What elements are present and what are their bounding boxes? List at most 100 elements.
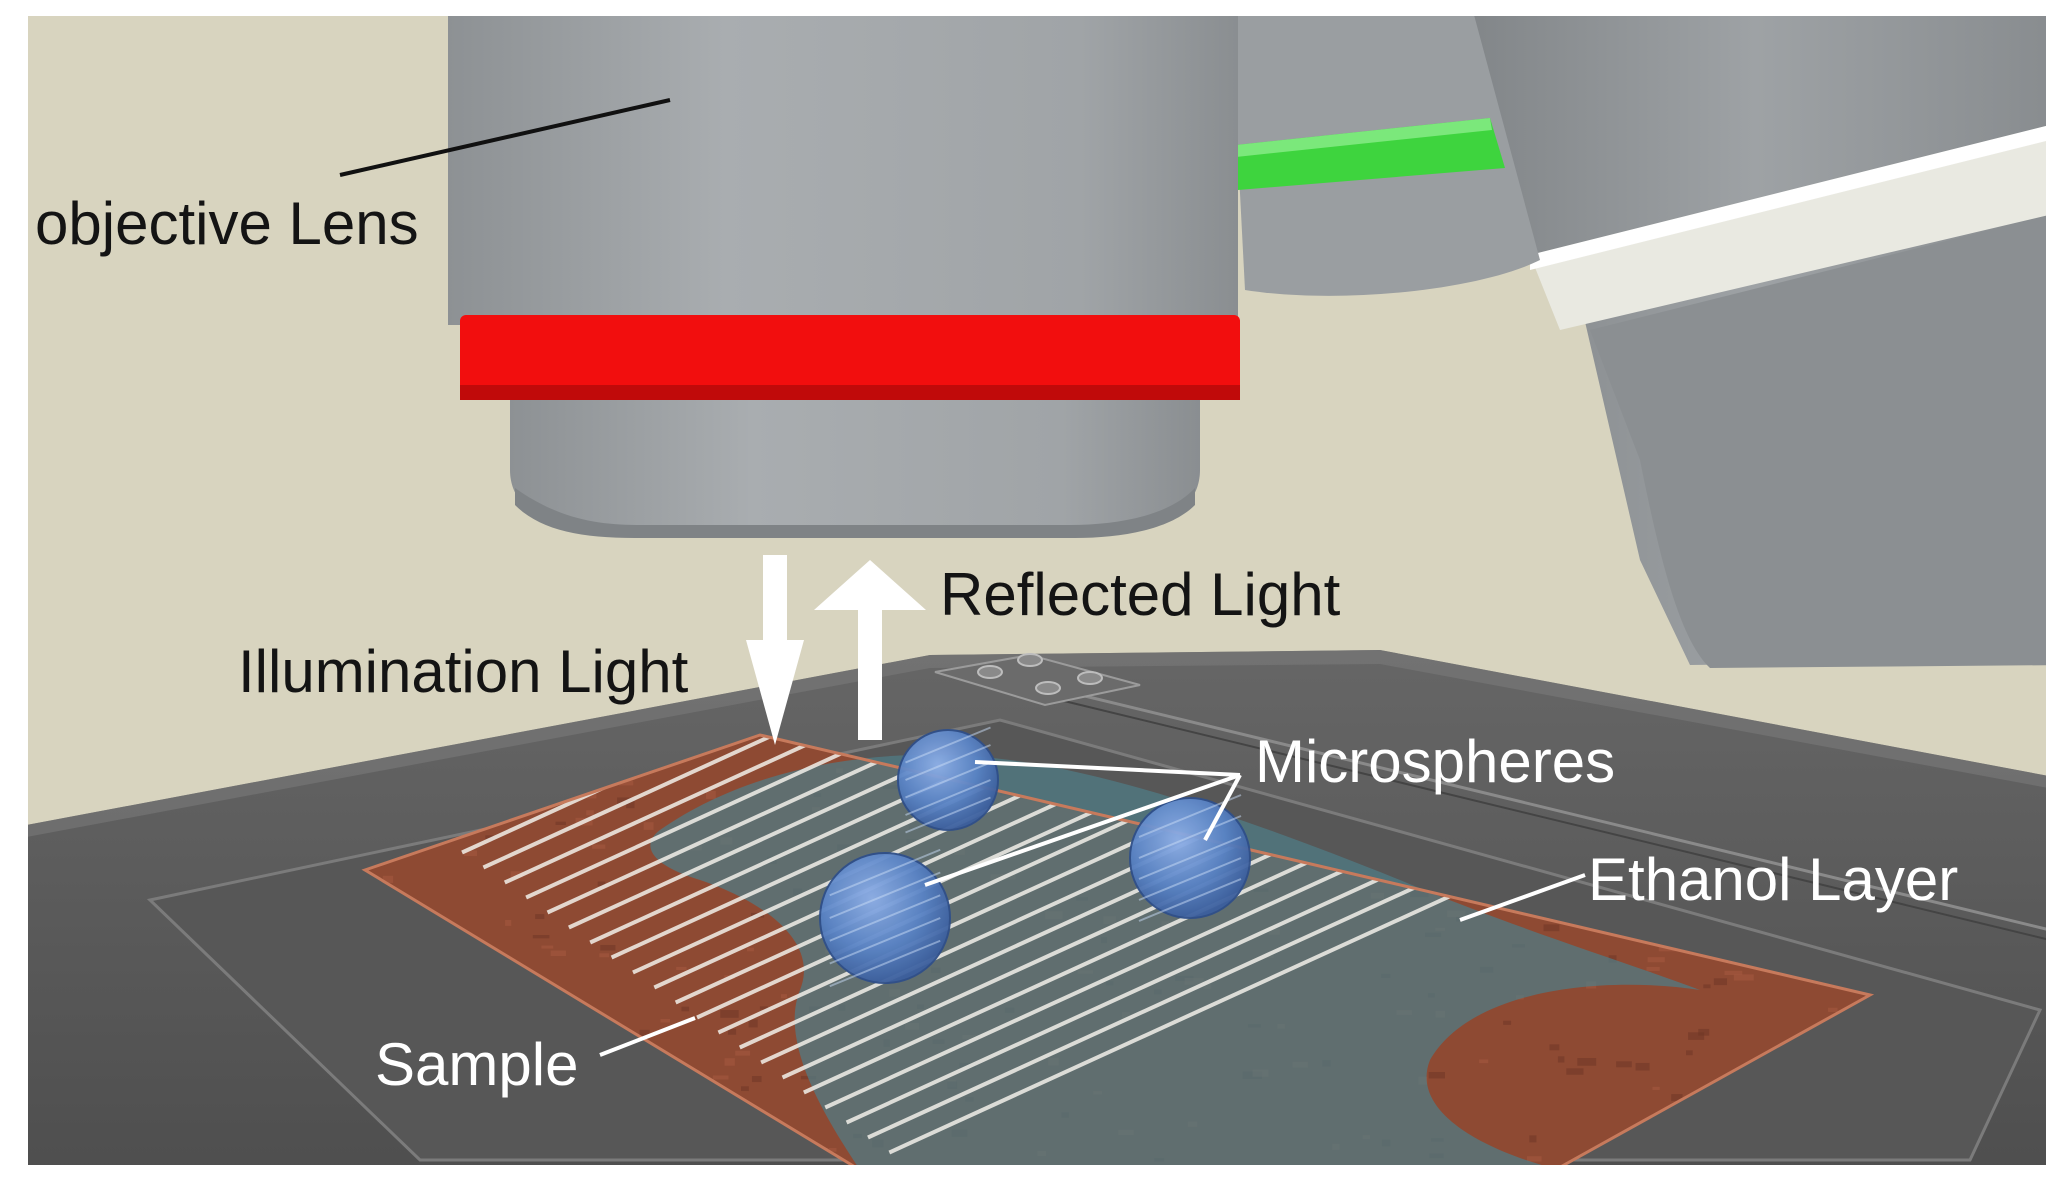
sample-grain (1557, 1056, 1565, 1063)
sample-stripe (503, 735, 1556, 885)
sample-grain (597, 881, 606, 887)
microsphere-reflection (829, 848, 941, 897)
objective-leader-line (339, 98, 671, 177)
microsphere-reflection (905, 779, 991, 816)
objective-rear-white-band-edge (1530, 120, 2070, 270)
illumination-arrow (746, 555, 804, 745)
microsphere-leader-line (924, 773, 1241, 887)
sample-stripe (632, 735, 1684, 975)
sample-grain (1566, 1068, 1584, 1075)
microsphere-reflection (1138, 815, 1242, 859)
label-objective-lens: objective Lens (35, 190, 419, 257)
microsphere-reflection (1138, 878, 1242, 922)
sample-grain (1828, 1007, 1838, 1012)
ethanol-leader-line (1459, 873, 1586, 922)
sample-grain (592, 844, 606, 849)
objective-rear-bottom (1590, 210, 2070, 668)
reflected-arrow (814, 560, 926, 740)
sample-grain (751, 1075, 762, 1083)
sample-grain (586, 810, 594, 816)
sample-grain (780, 994, 787, 999)
sample-stripe (546, 735, 1599, 915)
sample-grain (639, 1029, 650, 1037)
sample-grain (720, 1010, 739, 1018)
sample-grain (676, 966, 687, 971)
clip-screw (1017, 653, 1043, 667)
sample-grain (1652, 1086, 1660, 1090)
sample-grain (382, 875, 394, 883)
figure-frame-left (0, 0, 28, 1180)
sample-stripe (482, 735, 1535, 870)
sample-grain (1671, 1094, 1683, 1102)
sample-grain (643, 822, 654, 830)
microsphere-reflection (1138, 836, 1242, 880)
sample-grain (748, 1019, 758, 1028)
sample-grain (746, 947, 754, 952)
sample-grain (1543, 924, 1560, 932)
microsphere-reflection (829, 894, 941, 942)
sample-grain (510, 871, 523, 878)
sample-stripe (845, 735, 1870, 1125)
sample-grain (681, 1006, 690, 1012)
sample-grain (1647, 957, 1665, 963)
sample-grain (1724, 970, 1743, 976)
sample-grain (1428, 1071, 1446, 1079)
figure-frame-bottom (0, 1165, 2070, 1180)
sample-grain (740, 1086, 749, 1092)
sample-grain (712, 1075, 729, 1080)
sample-stripe (589, 735, 1642, 945)
clip-screw (1035, 681, 1061, 695)
sample-grain (600, 944, 616, 951)
microsphere-reflection (829, 939, 941, 988)
sample-grain (1479, 1059, 1489, 1064)
sample-grain (1616, 1061, 1632, 1068)
sample-leader-line (599, 1016, 696, 1057)
microsphere-reflection (829, 917, 941, 965)
microsphere-leader-line (1203, 774, 1242, 841)
sample-grain (1529, 1135, 1537, 1143)
label-ethanol-layer: Ethanol Layer (1588, 846, 1958, 913)
label-microspheres: Microspheres (1255, 728, 1615, 795)
sample-stripe (610, 735, 1663, 960)
sample-grain (626, 803, 635, 809)
sample-grain (735, 1050, 751, 1056)
objective-tip (510, 400, 1200, 535)
sample-grain (555, 821, 566, 825)
sample-grain (464, 850, 477, 857)
sample-grain (1549, 1044, 1560, 1051)
sample-grain (505, 919, 512, 926)
stage-groove (1059, 688, 2051, 932)
objective-rear-white-band (1530, 120, 2070, 330)
label-sample: Sample (375, 1031, 578, 1098)
label-reflected-light: Reflected Light (940, 561, 1341, 628)
objective-red-band (460, 315, 1240, 400)
sample-grain (535, 914, 545, 920)
sample-grain (1688, 1032, 1705, 1040)
microsphere-reflection (1138, 857, 1242, 901)
sample-grain (532, 934, 550, 939)
figure-frame-top (0, 0, 2070, 16)
sample-grain (1686, 1050, 1693, 1056)
microsphere-reflection (905, 796, 991, 834)
microspheres (819, 726, 1251, 988)
objective-main-body (448, 0, 1238, 325)
sample-grain (1526, 1156, 1542, 1162)
sample-grain (1608, 955, 1617, 963)
objective-red-band-shade (460, 385, 1240, 400)
microsphere-reflection (905, 726, 991, 764)
figure-frame-right (2046, 0, 2070, 1180)
sample-grain (724, 1058, 735, 1066)
sample-grain (660, 1018, 671, 1023)
clip-screw (1077, 671, 1103, 685)
microsphere-reflection (905, 744, 991, 781)
objective-tip-lower (515, 488, 1195, 538)
sample-stripe (568, 735, 1620, 930)
microsphere-reflection (905, 761, 991, 799)
sample-grain (599, 953, 610, 958)
stage-groove-2 (1059, 699, 2051, 941)
sample-grain (1703, 984, 1711, 989)
sample-grain (1503, 1020, 1512, 1025)
sample-grain (727, 1028, 737, 1035)
sample-grain (1635, 1062, 1650, 1071)
